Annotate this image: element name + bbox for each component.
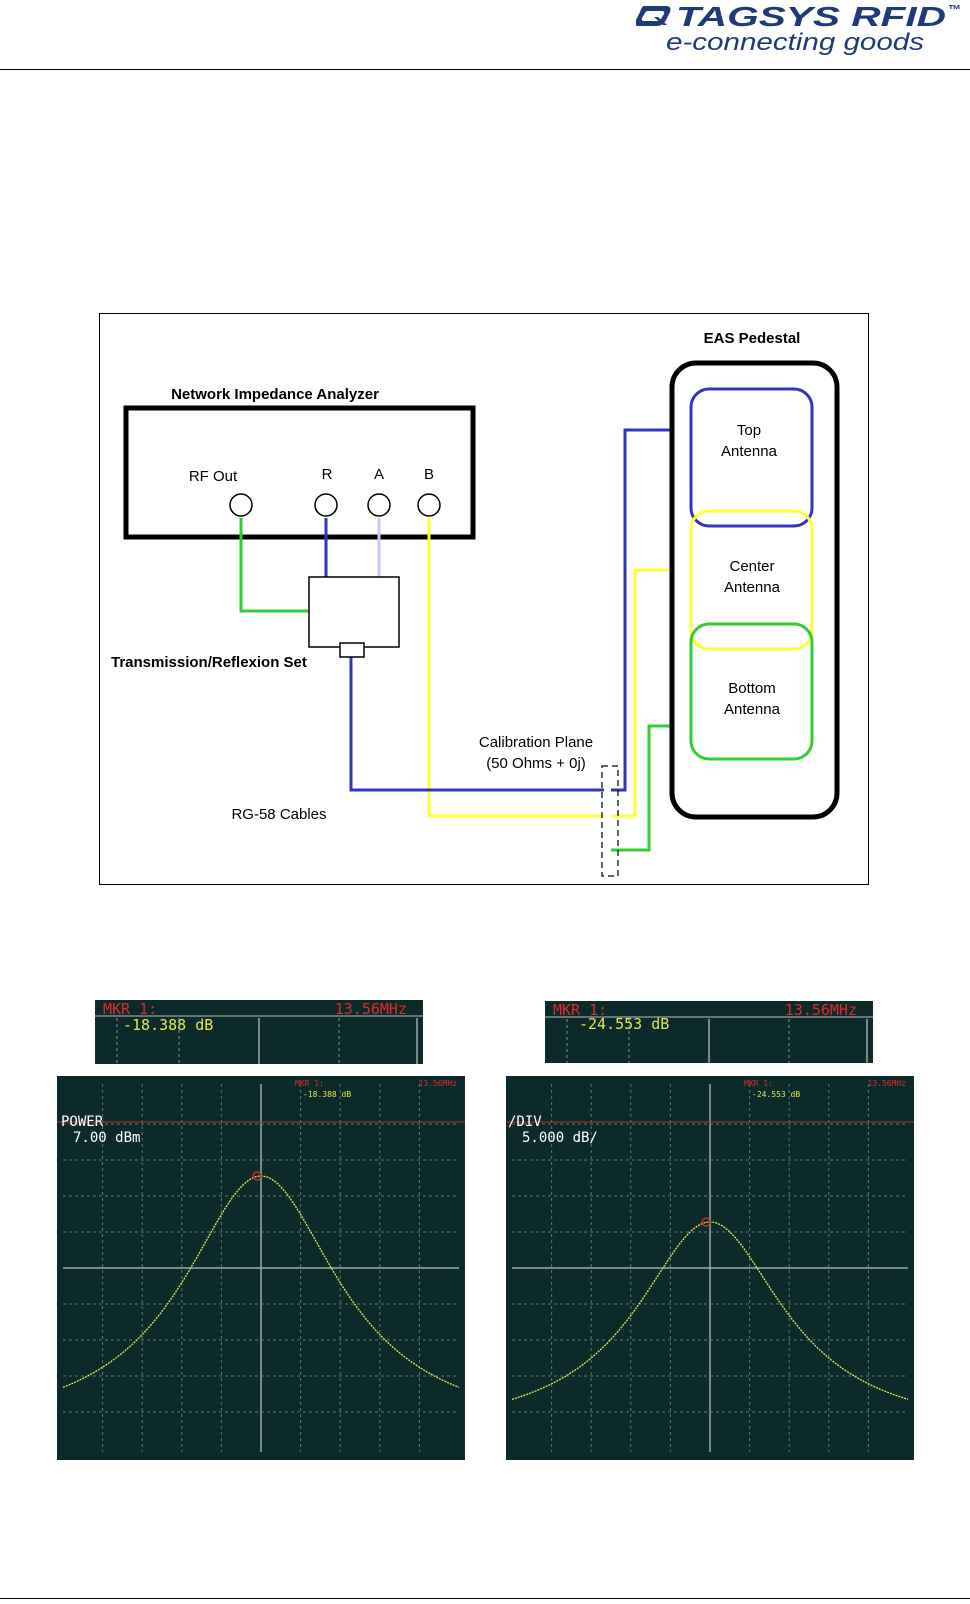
bottom-antenna-loop (689, 622, 814, 761)
cable-center-antenna (611, 568, 689, 818)
logo-brand: TAGSYS RFID (676, 1, 946, 32)
center-antenna-label-2: Antenna (724, 579, 781, 596)
center-antenna-label-1: Center (729, 558, 774, 575)
cable-bottom-antenna (611, 724, 689, 852)
parameter-value: 7.00 dBm (73, 1130, 140, 1146)
port-label-a: A (374, 466, 384, 483)
transmission-reflexion-set-box (308, 576, 400, 648)
mini-marker-value: -18.388 dB (303, 1090, 351, 1099)
analyzer-marker-readout-1: MKR 1: 13.56MHz -18.388 dB (95, 1000, 423, 1064)
footer-rule (0, 1598, 970, 1599)
port-label-rf-out: RF Out (189, 468, 238, 485)
calibration-plane-impedance: (50 Ohms + 0j) (486, 755, 586, 772)
bottom-antenna-label-1: Bottom (728, 680, 776, 697)
marker-frequency: 13.56MHz (785, 1001, 857, 1019)
top-antenna-label-1: Top (737, 422, 761, 439)
calibration-plane-marker (601, 765, 619, 877)
company-logo: TAGSYS RFID ™ e-connecting goods (635, 0, 970, 62)
mini-marker-label: MKR 1: (744, 1079, 773, 1088)
bottom-antenna-label-2: Antenna (724, 701, 781, 718)
pedestal-title: EAS Pedestal (704, 330, 801, 347)
port-r (314, 493, 338, 517)
marker-point (252, 1171, 262, 1181)
eas-pedestal-outline (669, 360, 840, 820)
mini-marker-value: -24.553 dB (752, 1090, 800, 1099)
analyzer-title: Network Impedance Analyzer (171, 386, 379, 403)
parameter-label: POWER (61, 1114, 104, 1130)
trset-connector (339, 642, 365, 658)
top-antenna-label-2: Antenna (721, 443, 778, 460)
tagsys-q-icon (635, 6, 671, 26)
marker-value: -18.388 dB (123, 1016, 213, 1034)
marker-value: -24.553 dB (579, 1015, 669, 1033)
port-label-b: B (424, 466, 434, 483)
measurement-setup-diagram: Network Impedance Analyzer RF Out R A B … (99, 313, 869, 885)
mini-marker-label: MKR 1: (295, 1079, 324, 1088)
port-a (367, 493, 391, 517)
cable-b-yellow (427, 518, 604, 818)
network-analyzer-box (123, 405, 476, 540)
logo-tagline: e-connecting goods (666, 29, 924, 56)
parameter-label: /DIV (508, 1114, 542, 1130)
port-rf-out (229, 493, 253, 517)
marker-label: MKR 1: (553, 1001, 607, 1019)
trset-label: Transmission/Reflexion Set (111, 654, 307, 671)
calibration-plane-label: Calibration Plane (479, 734, 593, 751)
analyzer-marker-readout-2: MKR 1: 13.56MHz -24.553 dB (545, 1001, 873, 1063)
center-antenna-loop (689, 509, 814, 651)
trace-grid (512, 1084, 908, 1452)
port-label-r: R (322, 466, 333, 483)
parameter-value: 5.000 dB/ (522, 1130, 598, 1146)
cables-label: RG-58 Cables (231, 806, 326, 823)
analyzer-trace-display-2: MKR 1: 13.56MHz -24.553 dB /DIV 5.000 dB… (506, 1076, 914, 1460)
logo-trademark: ™ (948, 2, 961, 17)
cable-trset-blue (349, 650, 604, 792)
trace-grid (63, 1084, 459, 1452)
top-antenna-loop (689, 387, 814, 528)
mini-marker-frequency: 13.56MHz (867, 1079, 906, 1088)
header-rule (0, 69, 970, 70)
marker-frequency: 13.56MHz (335, 1000, 407, 1018)
marker-label: MKR 1: (103, 1000, 157, 1018)
port-b (417, 493, 441, 517)
marker-point (701, 1217, 711, 1227)
cable-rf-out (239, 518, 309, 613)
mini-marker-frequency: 13.56MHz (418, 1079, 457, 1088)
analyzer-trace-display-1: MKR 1: 13.56MHz -18.388 dB POWER 7.00 dB… (57, 1076, 465, 1460)
